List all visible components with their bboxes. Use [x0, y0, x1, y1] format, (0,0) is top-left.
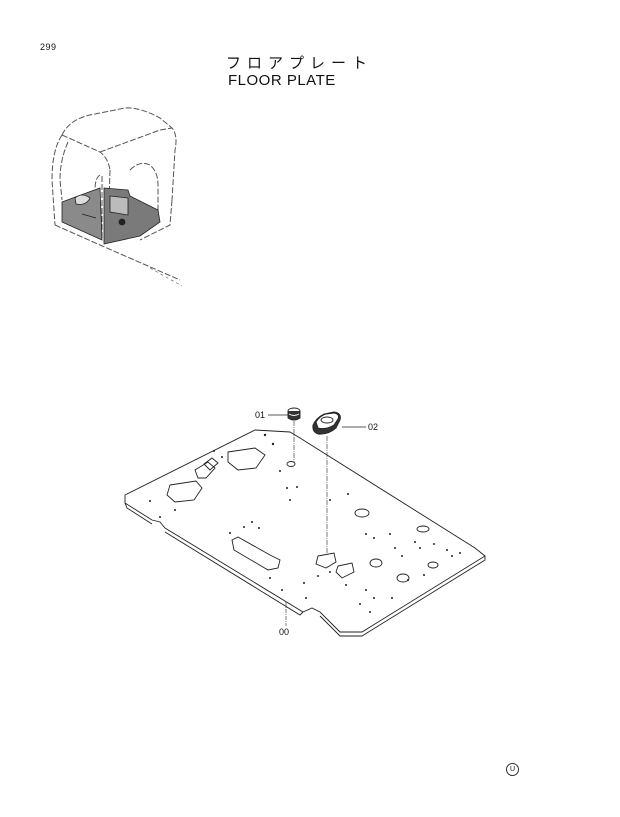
part-02-grommet: [312, 411, 341, 435]
callout-00: 00: [279, 627, 290, 637]
callout-01: 01: [255, 410, 266, 420]
manufacturer-mark: U: [506, 763, 519, 776]
floor-plate-outline: [124, 429, 486, 633]
part-01-plug: [287, 407, 301, 421]
page-title-japanese: フロアプレート: [226, 54, 374, 72]
callout-02: 02: [368, 422, 379, 432]
page-title: FLOOR PLATE: [228, 72, 336, 89]
page-number: 299: [40, 42, 57, 52]
